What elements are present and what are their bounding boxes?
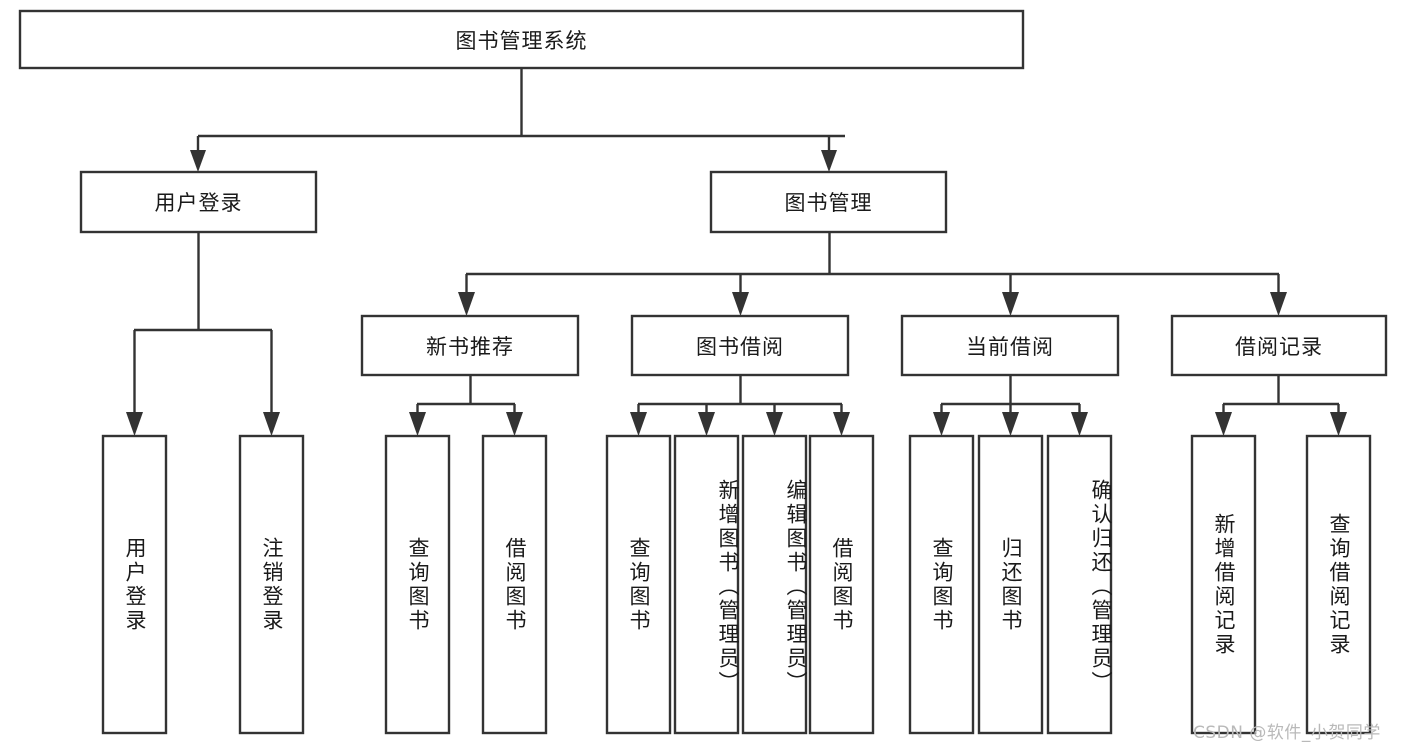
leaf-box-user-login-2[interactable] <box>238 434 305 735</box>
arrow-head-leaf-book-borrow-2 <box>698 412 715 436</box>
arrow-head-leaf-user-login-1 <box>126 412 143 436</box>
arrow-head-book-borrow <box>732 292 749 316</box>
arrow-head-leaf-user-login-2 <box>263 412 280 436</box>
leaf-box-current-borrow-1[interactable] <box>908 434 975 735</box>
arrow-head-leaf-current-borrow-3 <box>1071 412 1088 436</box>
arrow-head-user-login <box>190 150 206 172</box>
leaf-box-book-borrow-4[interactable] <box>808 434 875 735</box>
leaf-box-new-book-1[interactable] <box>384 434 451 735</box>
leaf-box-borrow-record-1[interactable] <box>1190 434 1257 735</box>
arrow-head-leaf-new-book-2 <box>506 412 523 436</box>
arrow-head-borrow-record <box>1270 292 1287 316</box>
leaf-box-current-borrow-2[interactable] <box>977 434 1044 735</box>
arrow-head-leaf-current-borrow-2 <box>1002 412 1019 436</box>
arrow-head-leaf-book-borrow-3 <box>766 412 783 436</box>
arrow-head-leaf-borrow-record-1 <box>1215 412 1232 436</box>
leaf-box-book-borrow-3[interactable] <box>741 434 808 735</box>
arrow-head-new-book <box>458 292 475 316</box>
node-box-book-borrow[interactable] <box>630 314 850 377</box>
arrow-head-leaf-book-borrow-4 <box>833 412 850 436</box>
leaf-box-new-book-2[interactable] <box>481 434 548 735</box>
arrow-head-leaf-book-borrow-1 <box>630 412 647 436</box>
arrow-head-leaf-new-book-1 <box>409 412 426 436</box>
node-box-book-manage[interactable] <box>709 170 948 234</box>
node-box-user-login[interactable] <box>79 170 318 234</box>
arrow-head-leaf-borrow-record-2 <box>1330 412 1347 436</box>
node-box-root[interactable] <box>18 9 1025 70</box>
node-box-current-borrow[interactable] <box>900 314 1120 377</box>
leaf-box-book-borrow-2[interactable] <box>673 434 740 735</box>
arrow-head-current-borrow <box>1002 292 1019 316</box>
leaf-box-current-borrow-3[interactable] <box>1046 434 1113 735</box>
leaf-box-user-login-1[interactable] <box>101 434 168 735</box>
arrow-head-leaf-current-borrow-1 <box>933 412 950 436</box>
leaf-box-borrow-record-2[interactable] <box>1305 434 1372 735</box>
arrow-head-book-manage <box>821 150 837 172</box>
node-box-borrow-record[interactable] <box>1170 314 1388 377</box>
node-box-new-book-recommend[interactable] <box>360 314 580 377</box>
leaf-box-book-borrow-1[interactable] <box>605 434 672 735</box>
